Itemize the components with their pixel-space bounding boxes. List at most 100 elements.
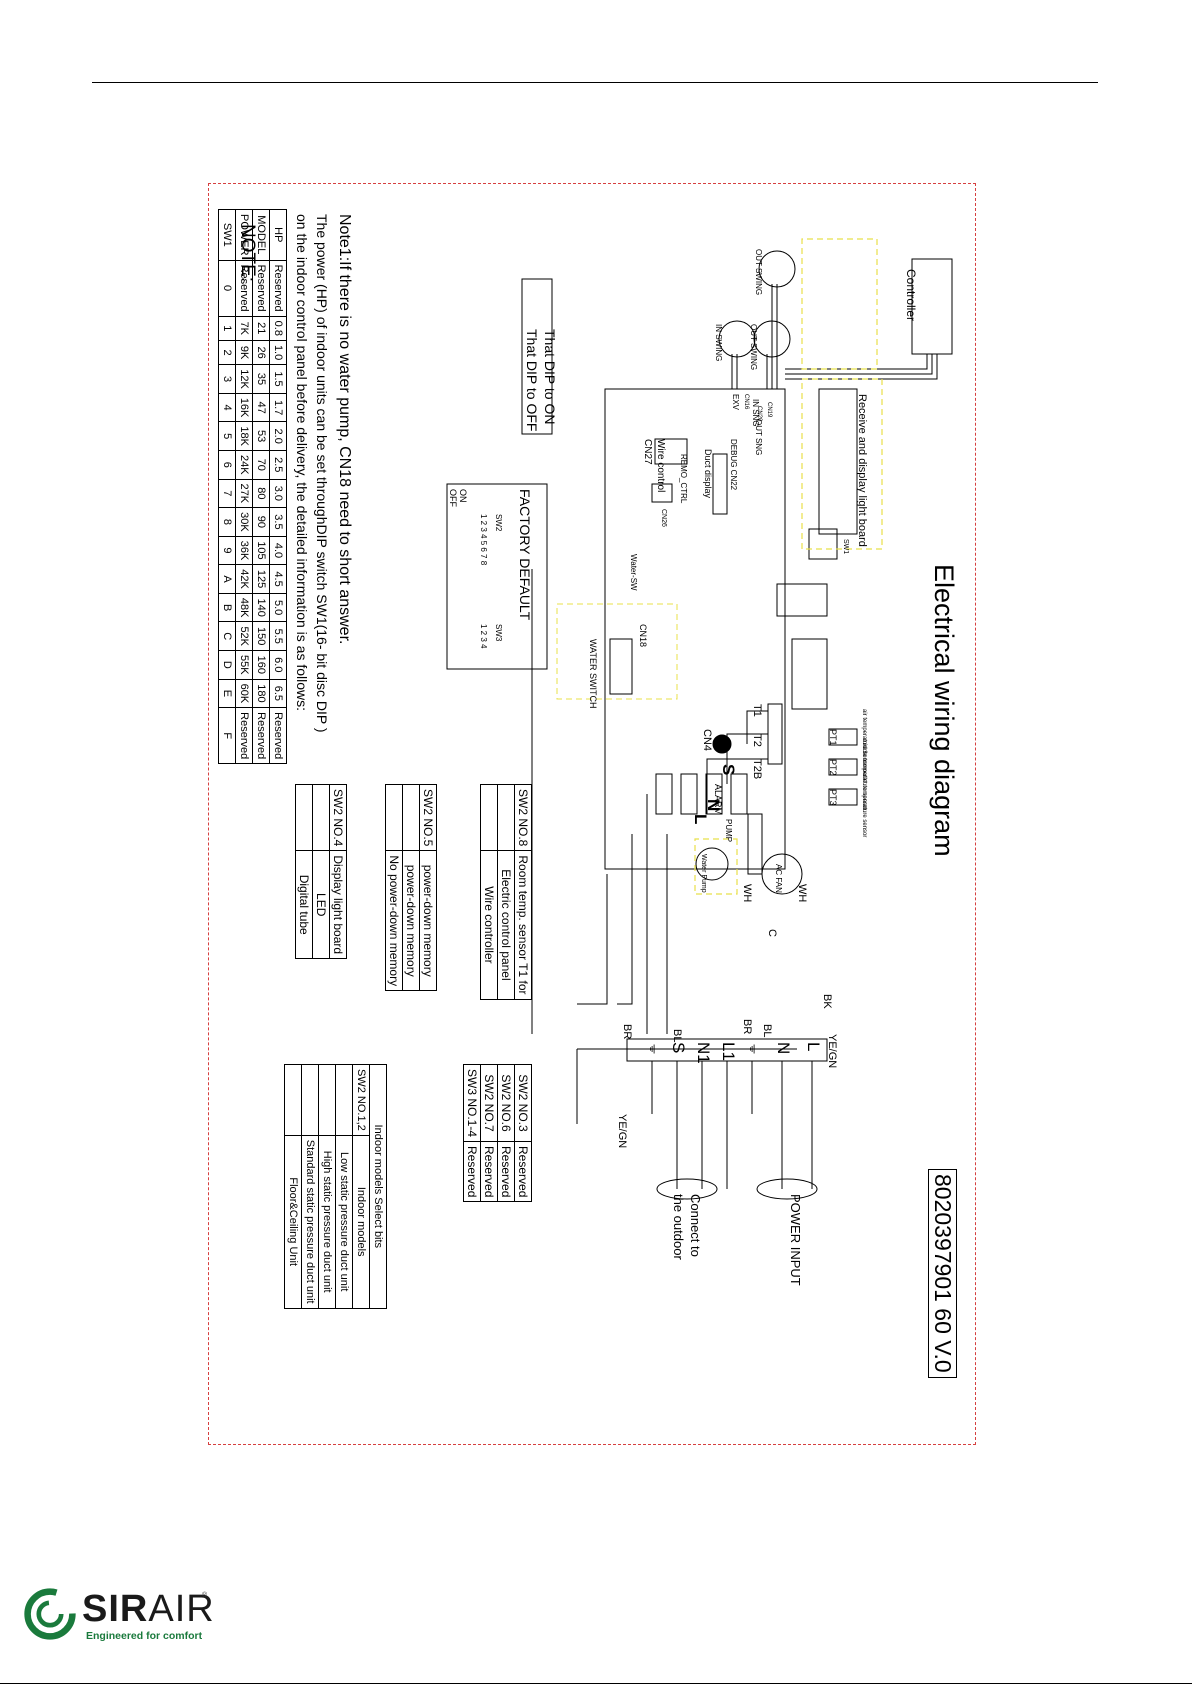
water-sw-label: Water-SW	[629, 554, 638, 591]
brand-bold: SIR	[82, 1588, 149, 1630]
table-cell: 6	[218, 450, 236, 480]
note-line-1: Note1:If there is no water pump, CN18 ne…	[336, 214, 353, 645]
on-label: ON	[458, 489, 468, 503]
cn27-label: CN27	[642, 439, 653, 465]
table-cell: 1.5	[269, 364, 287, 394]
table-cell: SW2 NO.5	[419, 784, 437, 851]
relay-3	[680, 773, 698, 815]
table-cell: 16K	[235, 393, 253, 422]
table-cell	[301, 1064, 319, 1136]
table-cell: 80	[252, 479, 270, 508]
table-cell: No power-down memory	[385, 850, 403, 991]
table-cell: 27K	[235, 479, 253, 508]
table-cell: 55K	[235, 650, 253, 680]
table-cell: Low static pressure duct unit	[335, 1135, 353, 1309]
duct-display-label: Duct display	[703, 449, 713, 499]
t2-label: T2	[751, 734, 763, 747]
table-cell: Digital tube	[295, 850, 313, 959]
diagram-frame: Electrical wiring diagram 8020397901 60 …	[208, 183, 976, 1445]
table-cell: 5	[218, 421, 236, 451]
table-cell: MODEL	[252, 209, 270, 261]
relay-4	[655, 773, 673, 815]
table-cell	[480, 784, 498, 851]
note-line-2: The power (HP) of indoor units can be se…	[314, 214, 330, 733]
brand-tagline: Engineered for comfort	[86, 1630, 203, 1642]
out-sng-label: OUT SNG	[754, 419, 763, 456]
table-cell: 26	[252, 340, 270, 365]
table-cell: 8	[218, 507, 236, 537]
table-cell: Reserved	[480, 1141, 498, 1202]
table-cell: 4.0	[269, 536, 287, 565]
outdoor-loop	[656, 1178, 718, 1200]
table-cell: Indoor models	[352, 1135, 370, 1309]
receive-board-box	[818, 388, 858, 535]
table-cell: Reserved	[235, 707, 253, 764]
pt1-label: PT1	[828, 729, 838, 746]
table-cell: SW2 NO.8	[514, 784, 532, 851]
terminal-l1: L1	[719, 1042, 738, 1061]
pt2-sensor	[828, 758, 858, 776]
table-cell: B	[218, 593, 236, 622]
table-cell: Reserved	[463, 1141, 481, 1202]
table-cell: 1.0	[269, 340, 287, 365]
cn19-label: CN19	[766, 402, 772, 418]
table-cell: Display light board	[329, 850, 347, 959]
table-cell: A	[218, 564, 236, 594]
terminal-l: L	[804, 1042, 823, 1052]
pt1-sensor	[828, 728, 858, 746]
out-swing-label: OUT SWING	[754, 249, 763, 296]
table-cell	[497, 784, 515, 851]
registered-mark: ®	[202, 1592, 208, 1599]
table-cell: 125	[252, 564, 270, 594]
table-cell: 9K	[235, 340, 253, 365]
table-cell: C	[218, 621, 236, 651]
off-label: OFF	[448, 489, 458, 507]
t2b-label: T2B	[751, 759, 763, 780]
wh-label-1: WH	[796, 884, 808, 903]
table-cell: 3.5	[269, 507, 287, 537]
cn26-box	[651, 483, 673, 503]
terminal-s: S	[669, 1042, 688, 1054]
bl-label-2: BL	[761, 1024, 773, 1038]
fan-connector	[747, 813, 763, 875]
sw3-block	[776, 583, 828, 617]
terminal-earth-1: ⏚	[747, 1042, 763, 1056]
relay-1	[730, 773, 748, 815]
table-cell: SW2 NO.3	[514, 1064, 532, 1142]
table-cell: 70	[252, 450, 270, 480]
table-cell	[402, 784, 420, 851]
table-cell: HP	[269, 209, 287, 261]
water-pump-motor	[695, 847, 729, 881]
sw2-caption: SW2	[494, 514, 503, 532]
table-cell: Standard static pressure duct unit	[301, 1135, 319, 1309]
bk-label: BK	[821, 994, 833, 1009]
sensor-connector	[767, 703, 783, 765]
power-input-loop	[756, 1178, 818, 1200]
table-cell: 36K	[235, 536, 253, 565]
table-cell: 60K	[235, 679, 253, 708]
water-pump-label: Water Pump	[700, 854, 707, 893]
br-label-1: BR	[741, 1019, 753, 1035]
controller-box	[911, 258, 953, 355]
table-cell: 6.5	[269, 679, 287, 708]
table-cell	[318, 1064, 336, 1136]
table-cell: 2.0	[269, 421, 287, 451]
pump-label: PUMP	[724, 819, 733, 843]
brand-name: SIRAIR	[82, 1588, 215, 1631]
rotated-diagram: Electrical wiring diagram 8020397901 60 …	[209, 184, 977, 1446]
table-cell	[385, 784, 403, 851]
table-cell: 48K	[235, 593, 253, 622]
table-cell: POWER	[235, 209, 253, 261]
table-cell: 35	[252, 364, 270, 394]
factory-default-label: FACTORY DEFAULT	[517, 489, 533, 621]
table-cell: power-down memory	[419, 850, 437, 991]
table-cell: 12K	[235, 364, 253, 394]
diagram-title: Electrical wiring diagram	[929, 564, 959, 857]
wire-control-label: Wire control	[655, 439, 666, 493]
table-cell: SW2 NO.4	[329, 784, 347, 851]
table-cell: 9	[218, 536, 236, 565]
